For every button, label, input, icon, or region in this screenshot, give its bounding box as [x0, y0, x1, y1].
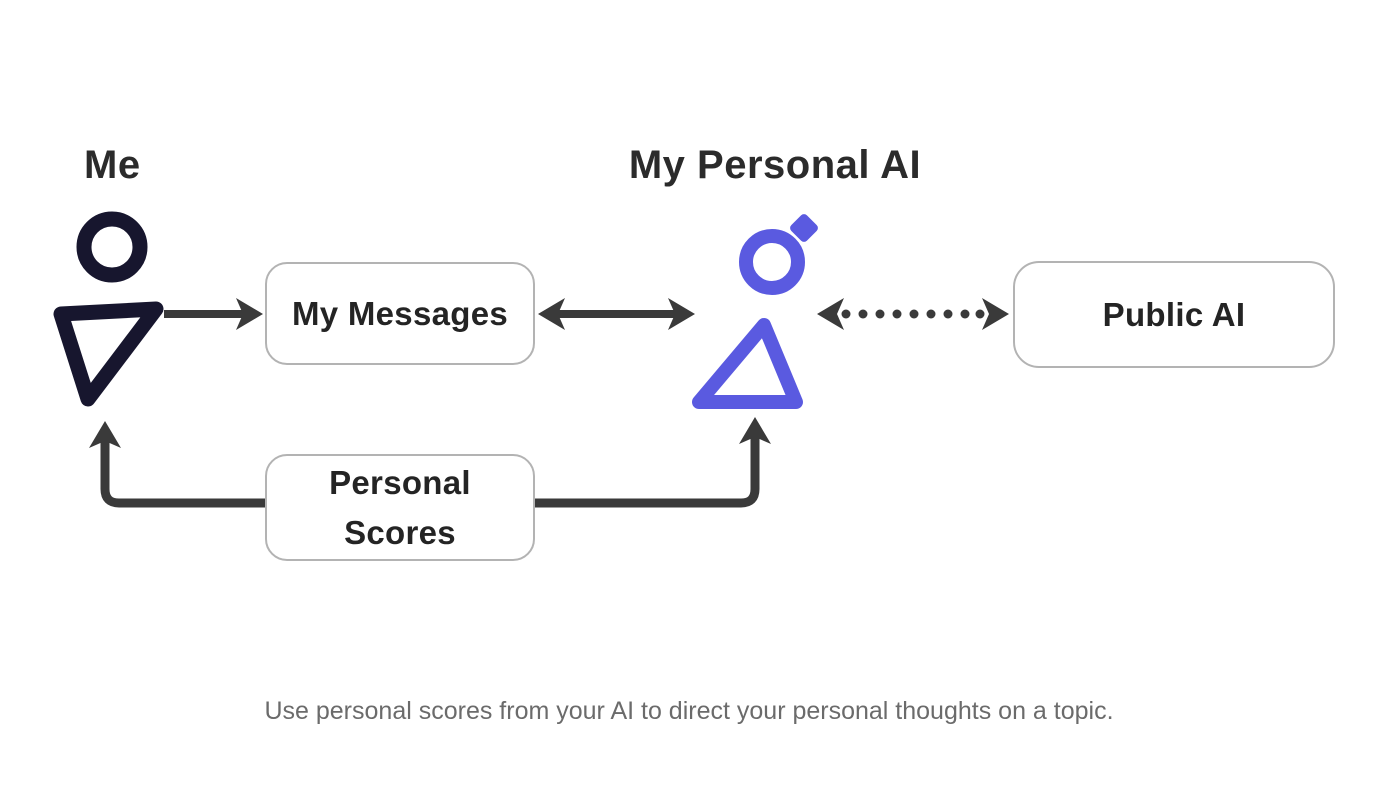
me-body-icon: [53, 301, 164, 407]
personal-scores-label-line1: Personal: [329, 464, 471, 501]
me-to-messages-arrow: [164, 298, 263, 330]
caption-text: Use personal scores from your AI to dire…: [264, 697, 1114, 725]
personal-ai-title: My Personal AI: [628, 143, 922, 187]
my-messages-label: My Messages: [291, 294, 509, 332]
my-messages-box: My Messages: [265, 262, 535, 365]
personal-ai-public-ai-dotted-arrow: [817, 298, 1009, 330]
personal-ai-person-icon: [692, 214, 818, 409]
messages-personal-ai-arrow: [538, 298, 695, 330]
personal-scores-box: Personal Scores: [265, 454, 535, 561]
public-ai-box: Public AI: [1013, 261, 1335, 368]
me-head-icon: [76, 211, 148, 283]
personal-scores-label-line2: Scores: [344, 513, 456, 551]
me-person-icon: [53, 211, 164, 407]
personal-ai-body-icon: [692, 318, 803, 409]
personal-ai-head-icon: [739, 229, 805, 295]
public-ai-label: Public AI: [1102, 295, 1246, 333]
personal-ai-diamond-icon: [790, 214, 818, 242]
me-title: Me: [84, 143, 141, 187]
